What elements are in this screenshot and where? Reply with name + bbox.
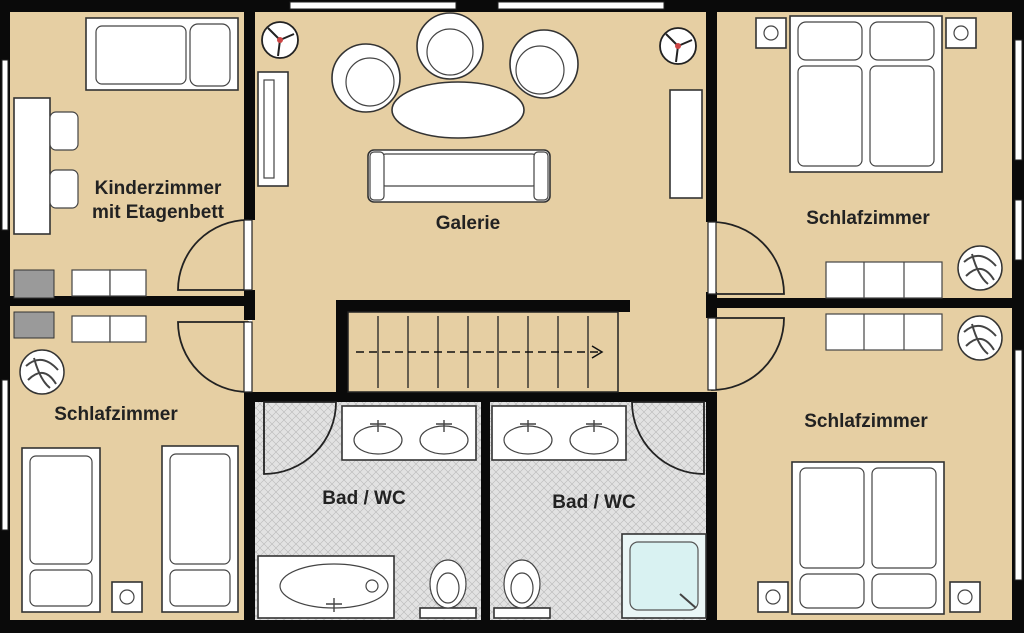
wardrobe-se — [825, 313, 943, 351]
window-left-kinder — [1, 59, 9, 231]
wall-galerie-ne — [706, 10, 717, 222]
door-kinderzimmer — [177, 219, 249, 291]
schlafzimmer-sw-furniture — [13, 311, 239, 613]
window-top-galerie-2 — [497, 1, 665, 10]
desk-kinder — [13, 97, 51, 235]
window-top-galerie-1 — [289, 1, 457, 10]
window-left-sw — [1, 379, 9, 531]
schlafzimmer-ne-furniture — [755, 15, 1003, 299]
label-galerie: Galerie — [436, 213, 500, 234]
shelf-sw-1 — [71, 315, 111, 343]
doors — [177, 219, 785, 475]
stair-direction-arrow — [591, 345, 604, 359]
wall-kinder-sw — [8, 296, 252, 306]
window-right-ne-1 — [1014, 39, 1023, 161]
door-bad-right — [631, 401, 705, 475]
wall-sw-galerie — [244, 392, 255, 624]
wall-stair-left — [336, 300, 348, 396]
label-schlafzimmer-ne: Schlafzimmer — [806, 208, 930, 229]
wall-galerie-se — [706, 392, 717, 624]
wall-kinder-galerie — [244, 10, 255, 220]
grey-cabinet-kinder — [13, 269, 55, 299]
label-kinderzimmer-line2: mit Etagenbett — [92, 202, 225, 223]
toilet-left-tank — [419, 607, 477, 619]
fan-right — [659, 27, 697, 65]
wall-bad-divider — [481, 400, 490, 624]
wall-bad-top — [252, 392, 712, 402]
wall-stair-top — [336, 300, 630, 312]
label-schlafzimmer-sw: Schlafzimmer — [54, 404, 178, 425]
door-schlafzimmer-ne — [711, 221, 785, 295]
galerie-furniture — [257, 12, 703, 203]
wall-left — [0, 0, 10, 633]
nightstand-ne-1 — [755, 17, 787, 49]
label-bad-right: Bad / WC — [552, 492, 636, 513]
kinderzimmer-furniture — [13, 17, 239, 299]
bad-right-fixtures — [491, 405, 707, 619]
toilet-right-tank — [493, 607, 551, 619]
room-labels: Kinderzimmer mit Etagenbett Galerie Schl… — [54, 178, 930, 513]
shelf-kinder-1 — [71, 269, 111, 297]
window-right-se — [1014, 349, 1023, 581]
wall-bottom — [0, 620, 1024, 633]
grey-cabinet-sw — [13, 311, 55, 339]
schlafzimmer-se-furniture — [757, 313, 1003, 615]
door-bad-left — [263, 401, 337, 475]
window-right-ne-2 — [1014, 199, 1023, 261]
chair-kinder-2 — [49, 169, 79, 209]
label-kinderzimmer-line1: Kinderzimmer — [95, 178, 222, 199]
staircase — [347, 311, 619, 393]
bad-left-fixtures — [257, 405, 477, 619]
label-schlafzimmer-se: Schlafzimmer — [804, 411, 928, 432]
label-bad-left: Bad / WC — [322, 488, 406, 509]
fan-left — [261, 21, 299, 59]
staircase-body — [347, 311, 619, 393]
wall-ne-se — [712, 298, 1018, 308]
shelf-kinder-2 — [109, 269, 147, 297]
windows — [1, 1, 1023, 581]
chair-kinder-1 — [49, 111, 79, 151]
sideboard-right — [669, 89, 703, 199]
wardrobe-ne — [825, 261, 943, 299]
nightstand-sw — [111, 581, 143, 613]
shelf-sw-2 — [109, 315, 147, 343]
coffee-table — [391, 81, 525, 139]
wall-galerie-ne-low — [706, 292, 717, 318]
